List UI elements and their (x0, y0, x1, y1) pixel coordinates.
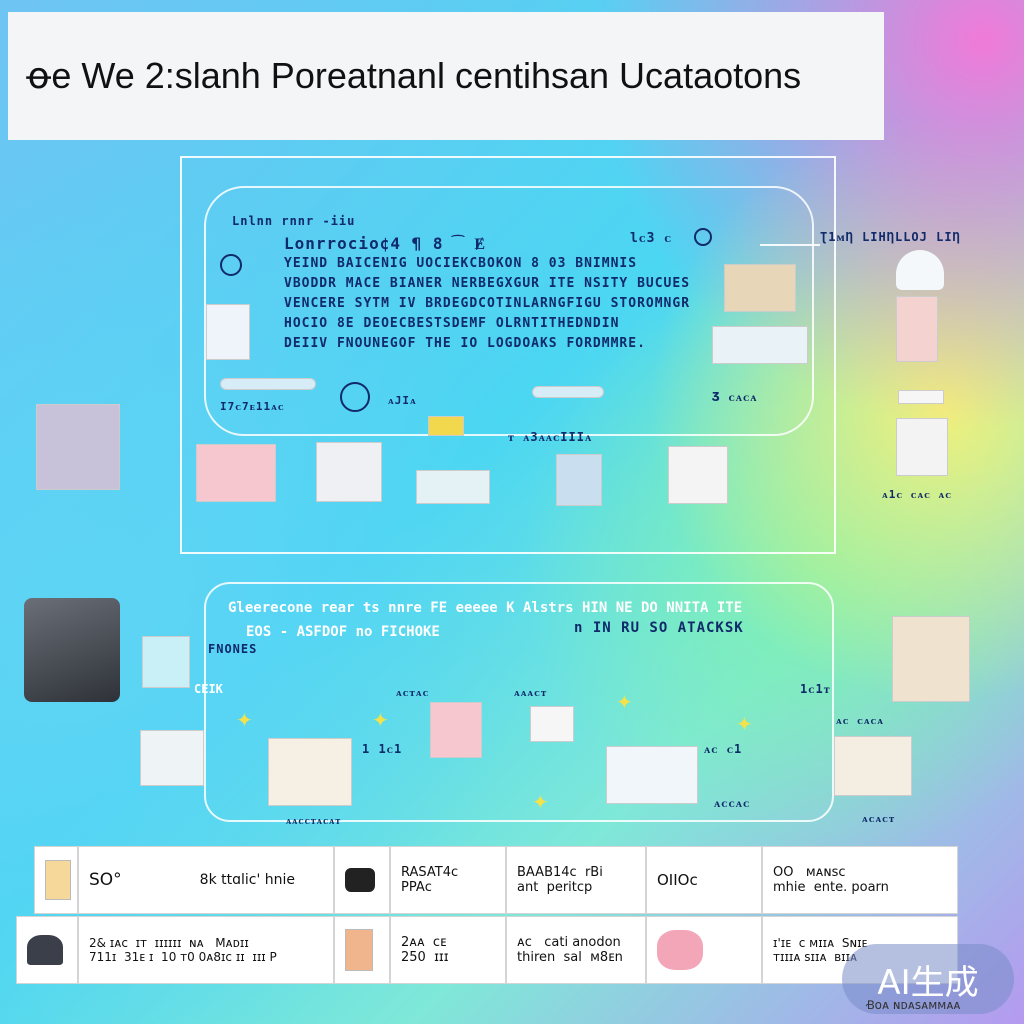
top-panel-line-3: VBODDR MACE BIANER NERBEGXGUR ITE NSITY … (284, 276, 691, 291)
bottom-right-label-1: 1ᴄ1ᴛ (800, 682, 831, 696)
top-panel-line-1: Lonrrocio¢4 ¶ 8 ͡ Ɇ (284, 234, 487, 253)
table-cell: BAAB14c rBi ant peritcp (506, 846, 646, 914)
bottom-bottom-label-1: ᴀᴄᴄᴀᴄ (714, 796, 751, 810)
table-cell-icon-1 (34, 846, 78, 914)
box-stack-icon (140, 730, 204, 786)
top-right-label: lᴄ3 ᴄ (630, 231, 673, 246)
pill-input-left (220, 378, 316, 390)
left-photo-card (36, 404, 120, 490)
grid-thumbnail (712, 326, 808, 364)
robot-card-icon (556, 454, 602, 506)
cloud-tower-icon (896, 250, 944, 290)
table-cell: 2ᴀᴀ ᴄᴇ 250 ɪɪɪ (390, 916, 506, 984)
sign-board-icon (430, 702, 482, 758)
settings-circle-icon (694, 228, 712, 246)
spark-icon-5: ✦ (616, 690, 633, 714)
calendar-card-icon (530, 706, 574, 742)
ai-generated-badge-label: AI生成 (877, 962, 979, 1003)
bottom-panel-line-3: n IN RU SO ATACKSK (574, 620, 744, 636)
monitor-icon (142, 636, 190, 688)
table-cell: RASAT4c PPAᴄ (390, 846, 506, 914)
right-poster-1 (896, 296, 938, 362)
scanner-device-icon (24, 598, 120, 702)
ai-generated-badge-sub: Ꞗoᴀ ɴᴅᴀsᴀᴍᴍᴀᴀ (866, 998, 961, 1012)
info-circle-icon (220, 254, 242, 276)
spark-icon-4: ✦ (532, 790, 549, 814)
right-poster-2 (896, 418, 948, 476)
table-cell: OO ᴍᴀɴsᴄ mhie ente. poarn (762, 846, 958, 914)
spark-icon-2: ✦ (372, 708, 389, 732)
top-panel-heading: Lnlnn rnnr -iiu (232, 214, 356, 228)
mid-label-2: ᴀJIᴀ (388, 394, 417, 407)
top-panel-line-2: YEIND BAICENIG UOCIEKCBOKON 8 03 BNIMNIS (284, 256, 638, 271)
table-cell-icon-3 (16, 916, 78, 984)
right-button-1 (898, 390, 944, 404)
photo-collage-icon (268, 738, 352, 806)
table-cell-icon-5 (646, 916, 762, 984)
window-bar-icon (416, 470, 490, 504)
office-scene-icon (834, 736, 912, 796)
bottom-panel-line-1: Gleerecone rear ts nnre FE eeeee K Alstr… (228, 600, 743, 616)
mid-label-1: I7ᴄ7ᴇ11ᴀᴄ (220, 400, 285, 413)
top-right-link-label: Ʈ1ᴍȠ LIHȠLLOJ LIȠ (820, 230, 961, 244)
right-bottom-label: ᴀ1ᴄ ᴄᴀᴄ ᴀᴄ (882, 488, 953, 501)
battery-icon (428, 416, 464, 436)
spark-icon-1: ✦ (236, 708, 253, 732)
page-title: ꝋe We 2:slanh Poreatnanl centihsan Ucata… (26, 55, 802, 96)
top-panel (180, 156, 836, 554)
globe-icon (340, 382, 370, 412)
shop-screen-icon (196, 444, 276, 502)
bottom-right-label-3: ᴀᴄᴀᴄᴛ (862, 812, 896, 825)
bottom-mid-label-3: 1 1ᴄ1 (362, 742, 403, 756)
bottom-mid-label-4: ᴀᴄ ᴄ1 (704, 742, 743, 756)
spark-icon-3: ✦ (736, 712, 753, 736)
table-cell-icon-2 (334, 846, 390, 914)
top-panel-inner-frame (204, 186, 814, 436)
mailbox-icon (316, 442, 382, 502)
top-panel-line-6: DEIIV FNOUNEGOF THE IO LOGDOAKS FORDMMRE… (284, 336, 646, 351)
table-cell: OIIOᴄ (646, 846, 762, 914)
bottom-table: SO° 8k ttɑlic' hnie RASAT4c PPAᴄ BAAB14c… (16, 846, 958, 984)
bottom-mid-label-2: ᴀᴀᴀᴄᴛ (514, 686, 548, 699)
bottom-panel-line-2: EOS - ASFDOF no FICHOKE (246, 624, 440, 640)
pill-input-right (532, 386, 604, 398)
photo-thumbnail (724, 264, 796, 312)
page-title-bar: ꝋe We 2:slanh Poreatnanl centihsan Ucata… (8, 12, 884, 140)
top-panel-line-5: HOCIO 8E DEOECBESTSDEMF OLRNTITHEDNDIN (284, 316, 620, 331)
bottom-bottom-label-2: ᴀᴀᴄᴄᴛᴀᴄᴀᴛ (286, 816, 342, 827)
ai-generated-badge: AI生成 (842, 944, 1014, 1014)
bottom-right-label-2: ᴀᴄ ᴄᴀᴄᴀ (836, 714, 885, 727)
connector-line (760, 244, 820, 246)
bottom-mid-label-1: ᴀᴄᴛᴀᴄ (396, 686, 430, 699)
bottom-panel (204, 582, 834, 822)
table-cell-icon-4 (334, 916, 390, 984)
bottom-left-label: CEIK (194, 682, 223, 696)
table-cell: 2& ɪᴀᴄ ɪᴛ ɪɪɪɪɪɪ ɴᴀ Mᴀᴅɪɪ 711ɪ 31ᴇ ɪ 10 … (78, 916, 334, 984)
top-panel-line-4: VENCERE SYTM IV BRDEGDCOTINLARNGFIGU STO… (284, 296, 691, 311)
table-cell: ᴀᴄ cati anodon thiren sal ᴍ8ᴇn (506, 916, 646, 984)
machine-crate-icon (892, 616, 970, 702)
mid-label-4: ᴛ ᴀ3ᴀᴀᴄIIIᴀ (508, 430, 593, 444)
document-thumbnail (206, 304, 250, 360)
mid-label-3: Ʒ ᴄᴀᴄᴀ (712, 390, 758, 404)
printer-tablet-icon (668, 446, 728, 504)
bottom-panel-line-4: FNONES (208, 642, 258, 656)
table-cell: SO° 8k ttɑlic' hnie (78, 846, 334, 914)
keyboard-panel-icon (606, 746, 698, 804)
